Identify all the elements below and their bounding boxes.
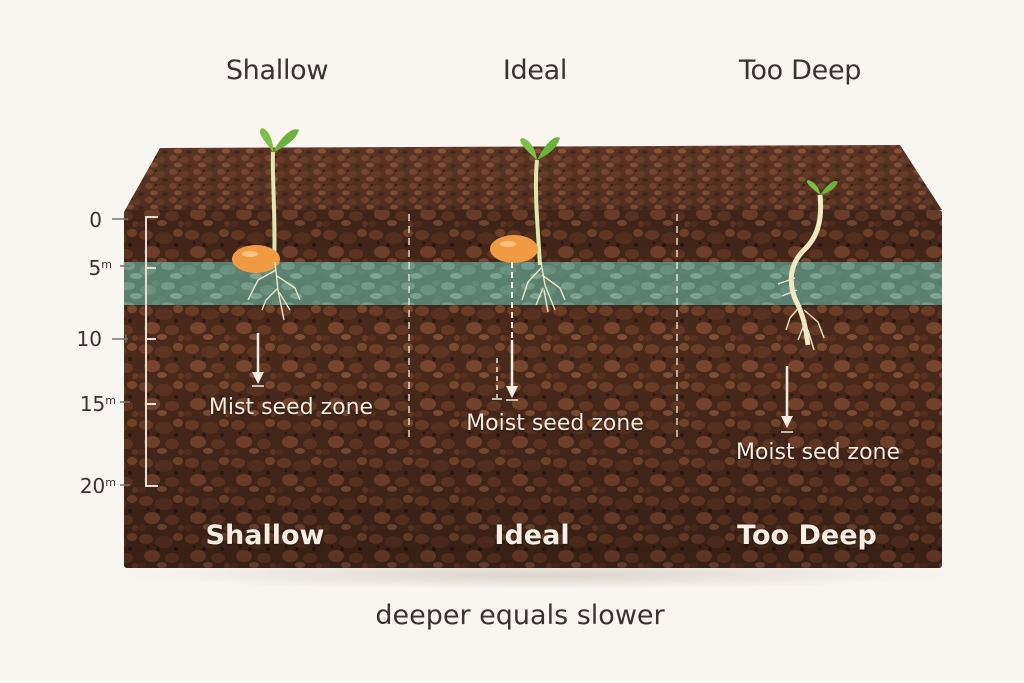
tick-value: 20: [79, 474, 106, 498]
seed-icon: [490, 235, 538, 263]
seedling-too-deep: [777, 180, 838, 433]
zone-label-ideal: Moist seed zone: [466, 411, 644, 436]
depth-tick-5: 5m: [68, 256, 112, 280]
zone-label-too-deep: Moist sed zone: [735, 440, 901, 465]
depth-tick-15: 15m: [72, 392, 116, 416]
seedling-ideal: [490, 137, 566, 401]
seed-icon: [232, 245, 280, 273]
header-label-ideal: Ideal: [502, 55, 568, 86]
tick-value: 0: [89, 208, 102, 232]
tick-unit: m: [101, 258, 112, 271]
tick-unit: m: [105, 476, 116, 489]
tick-unit: m: [105, 394, 116, 407]
tick-value: 5: [88, 256, 102, 280]
depth-tick-20: 20m: [72, 474, 116, 498]
depth-tick-10: 10: [58, 327, 102, 351]
zone-label-shallow: Mist seed zone: [208, 395, 374, 420]
bottom-label-ideal: Ideal: [494, 520, 570, 551]
tick-value: 10: [76, 327, 102, 351]
header-label-too-deep: Too Deep: [738, 55, 862, 86]
depth-scale: [145, 216, 158, 487]
header-label-shallow: Shallow: [225, 55, 329, 86]
seedling-shallow: [232, 128, 301, 387]
tick-value: 15: [79, 392, 106, 416]
caption: deeper equals slower: [375, 600, 665, 631]
bottom-label-too-deep: Too Deep: [737, 520, 877, 551]
bottom-label-shallow: Shallow: [205, 520, 325, 551]
depth-tick-0: 0: [58, 208, 102, 232]
